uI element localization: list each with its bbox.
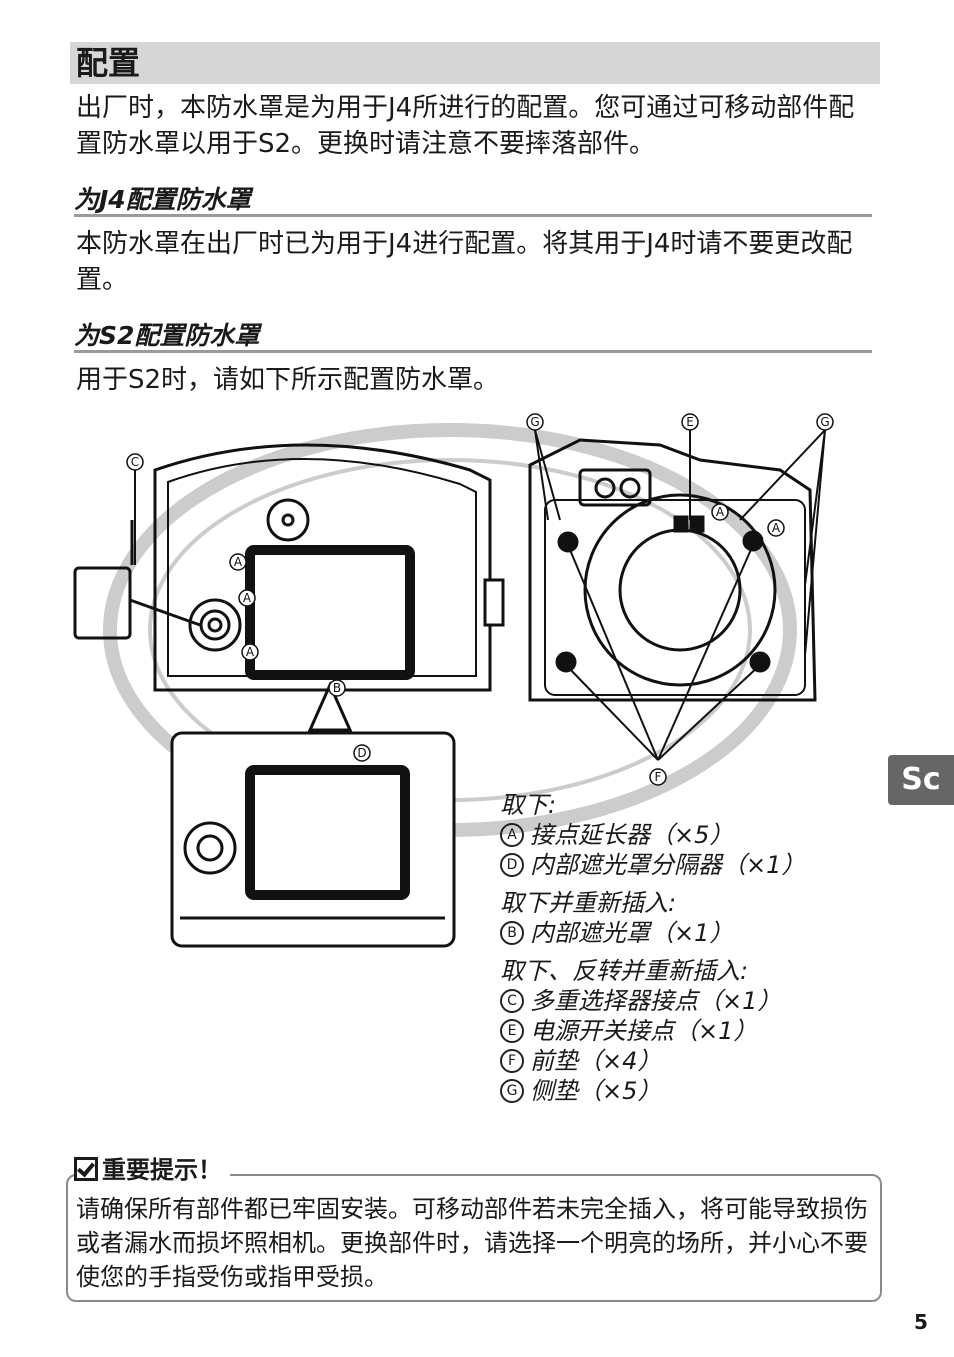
callout-a-4: A	[711, 503, 729, 521]
back-door-drawing	[73, 443, 492, 692]
language-side-tab: Sc	[888, 755, 954, 805]
svg-text:A: A	[716, 505, 725, 519]
legend-text: 电源开关接点（×1）	[530, 1017, 758, 1045]
important-note-title: 重要提示！	[102, 1156, 222, 1184]
callout-g-right: G	[816, 413, 834, 431]
section-title-bar: 配置	[70, 42, 880, 84]
svg-text:B: B	[333, 681, 341, 695]
svg-text:A: A	[243, 591, 252, 605]
callout-d: D	[353, 744, 371, 762]
legend-text: 内部遮光罩（×1）	[530, 919, 734, 947]
legend-key: F	[500, 1049, 524, 1073]
important-note-text: 请确保所有部件都已牢固安装。可移动部件若未完全插入，将可能导致损伤或者漏水而损坏…	[76, 1195, 868, 1291]
svg-text:E: E	[686, 415, 694, 429]
svg-text:G: G	[820, 415, 829, 429]
svg-text:A: A	[772, 521, 781, 535]
page-number: 5	[914, 1310, 928, 1334]
section-title: 配置	[76, 44, 141, 82]
svg-text:G: G	[530, 415, 539, 429]
legend-key: D	[500, 853, 524, 877]
svg-text:A: A	[246, 645, 255, 659]
callout-a-1: A	[229, 553, 247, 571]
callout-b: B	[328, 679, 346, 697]
checkbox-icon	[74, 1157, 98, 1181]
svg-text:C: C	[131, 455, 139, 469]
callout-f: F	[649, 768, 667, 786]
legend-key: C	[500, 989, 524, 1013]
legend-group-title: 取下、反转并重新插入:	[500, 957, 749, 985]
svg-text:F: F	[655, 770, 662, 784]
s2-heading: 为S2配置防水罩	[74, 322, 872, 353]
svg-text:D: D	[357, 746, 366, 760]
callout-e: E	[681, 413, 699, 431]
legend-group-title: 取下:	[500, 791, 557, 819]
intro-paragraph: 出厂时，本防水罩是为用于J4所进行的配置。您可通过可移动部件配置防水罩以用于S2…	[76, 93, 855, 159]
legend-key: E	[500, 1019, 524, 1043]
inset-drawing	[170, 681, 456, 948]
legend-text: 前垫（×4）	[530, 1047, 662, 1075]
svg-text:A: A	[234, 555, 243, 569]
housing-diagram: G E G C A A A A A B D F	[73, 413, 834, 948]
callout-a-3: A	[241, 643, 259, 661]
legend-key: B	[500, 921, 524, 945]
legend-group-title: 取下并重新插入:	[500, 889, 677, 917]
callout-a-2: A	[238, 589, 256, 607]
legend-text: 接点延长器（×5）	[530, 821, 734, 849]
important-note-heading: 重要提示！	[74, 1155, 230, 1185]
legend-key: G	[500, 1079, 524, 1103]
legend-text: 内部遮光罩分隔器（×1）	[530, 851, 806, 879]
j4-paragraph: 本防水罩在出厂时已为用于J4进行配置。将其用于J4时请不要更改配置。	[76, 229, 853, 295]
important-note-box	[66, 1174, 882, 1302]
legend-key: A	[500, 823, 524, 847]
callout-c: C	[126, 453, 144, 471]
legend-text: 多重选择器接点（×1）	[530, 987, 782, 1015]
legend-text: 侧垫（×5）	[530, 1077, 662, 1105]
callout-a-5: A	[767, 519, 785, 537]
callout-g-left: G	[526, 413, 544, 431]
s2-paragraph: 用于S2时，请如下所示配置防水罩。	[76, 365, 500, 395]
j4-heading: 为J4配置防水罩	[74, 186, 872, 217]
front-housing-drawing	[528, 438, 817, 702]
